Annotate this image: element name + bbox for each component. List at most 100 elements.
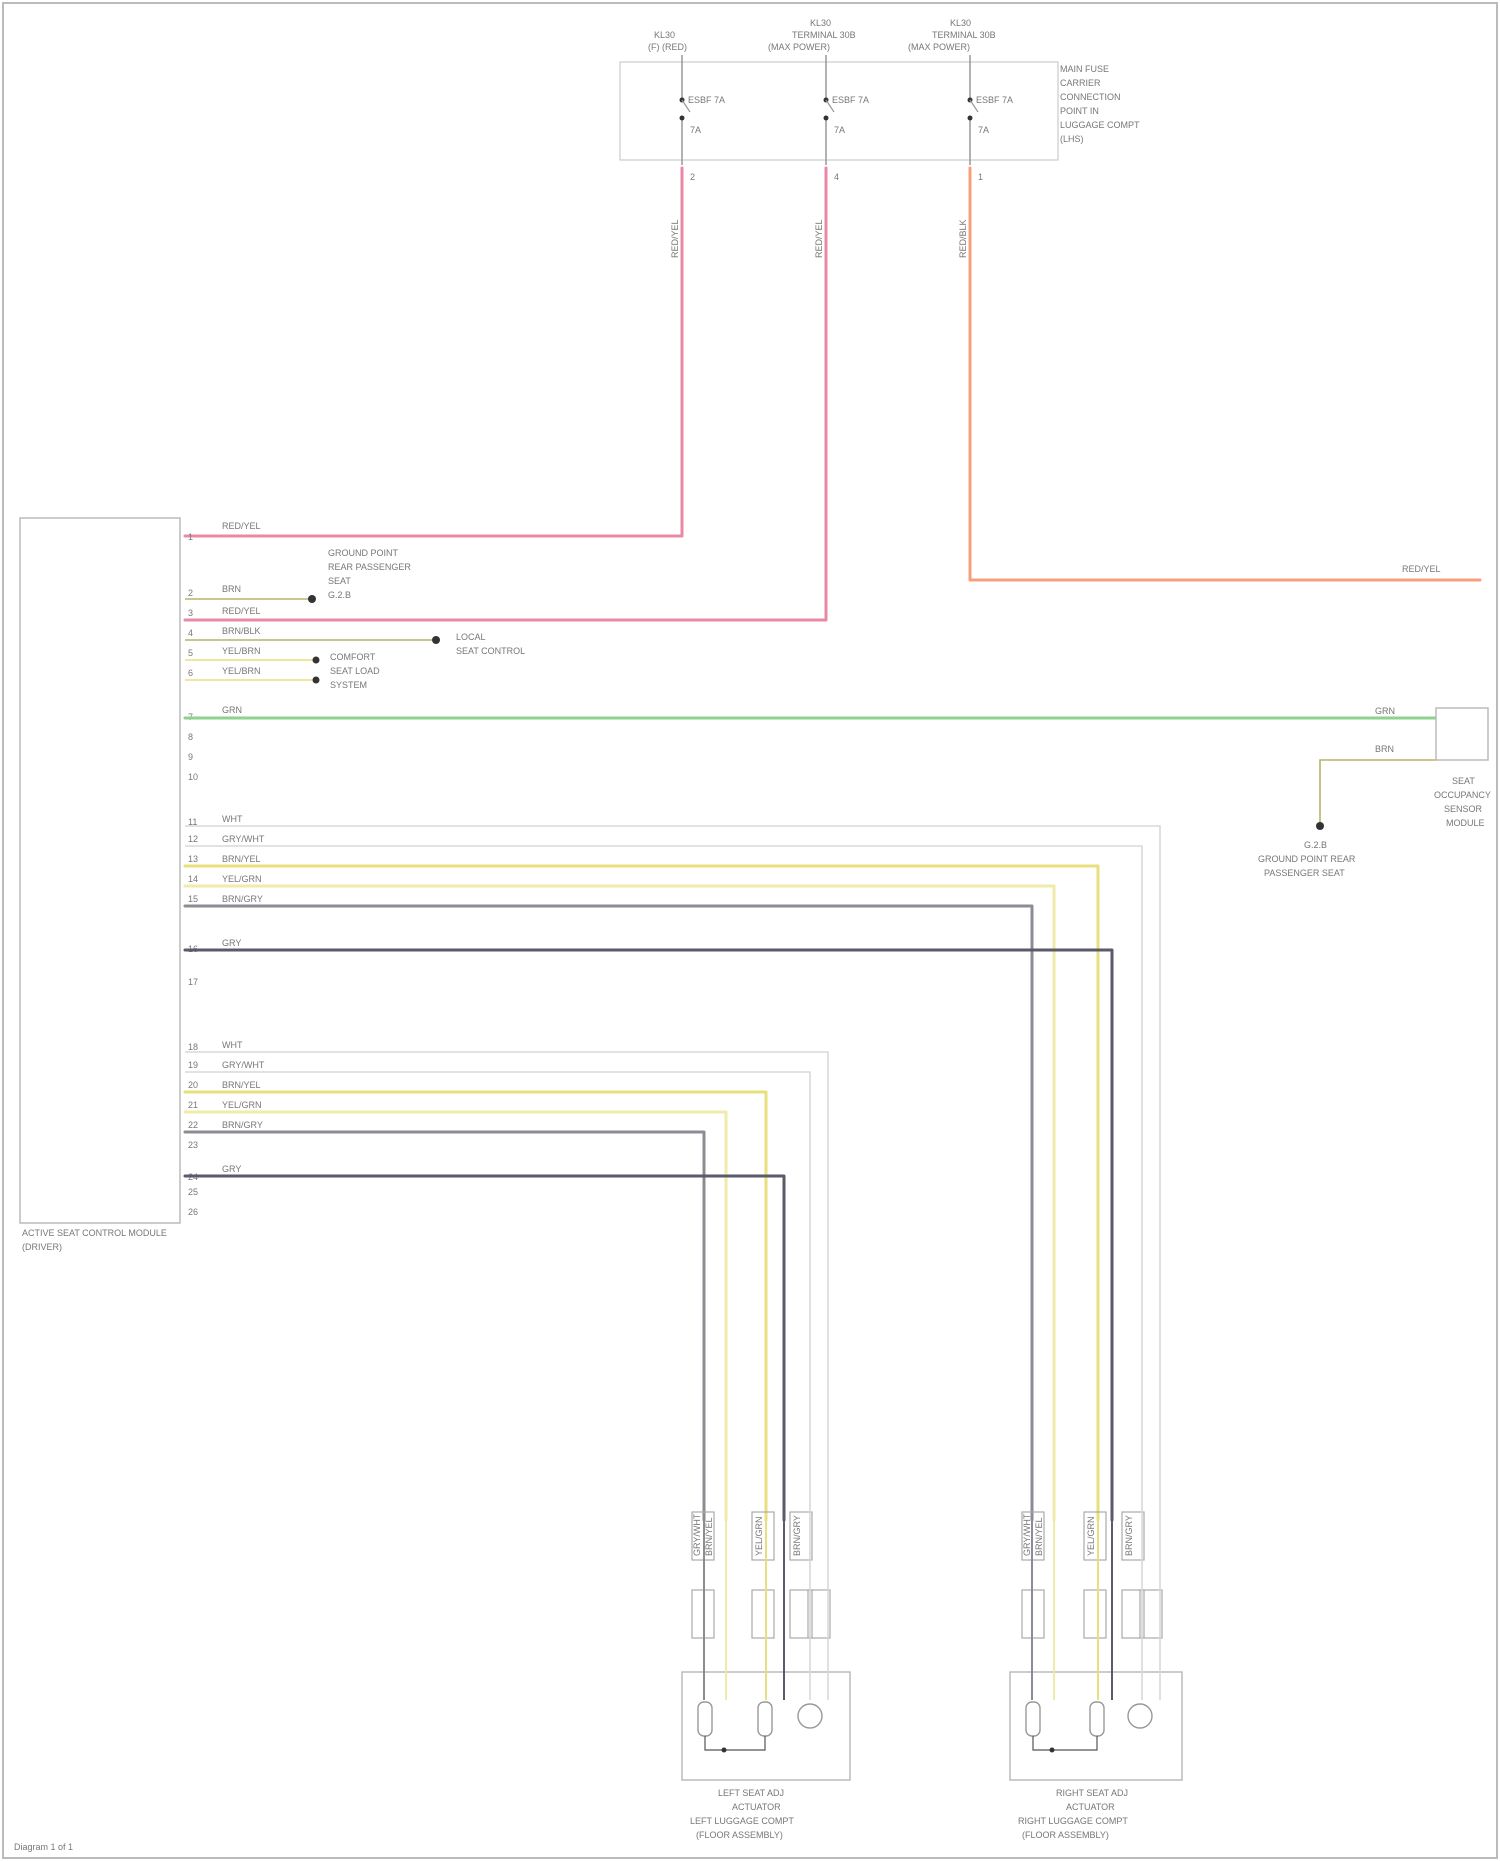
g1-tag-top: WHT (222, 814, 243, 824)
fuse-box-label-3: CONNECTION (1060, 92, 1121, 102)
wire-power-1 (185, 168, 682, 536)
seat-right-tag-1: GRY/WHT (1022, 1513, 1032, 1556)
seat-right-tag-4: BRN/GRY (1124, 1515, 1134, 1556)
pin-17: 17 (188, 977, 198, 987)
g2-tag-c: YEL/GRN (222, 1100, 262, 1110)
fuse-1-amp: 7A (690, 125, 701, 135)
g1-wire-e (185, 950, 1112, 1520)
g2-wire-d (185, 1132, 704, 1520)
comfort-note-1: COMFORT (330, 652, 376, 662)
sensor-box (1436, 708, 1488, 760)
sensor-label-2: OCCUPANCY (1434, 790, 1491, 800)
bus-dot (432, 636, 440, 644)
sensor-label-1: SEAT (1452, 776, 1475, 786)
fuse-box: MAIN FUSE CARRIER CONNECTION POINT IN LU… (620, 18, 1140, 182)
fuse-2-header-2: TERMINAL 30B (792, 30, 856, 40)
seat-left-tag-4: BRN/GRY (792, 1515, 802, 1556)
fuse-wire-tag-2: RED/YEL (814, 219, 824, 258)
bus-note-1: LOCAL (456, 632, 486, 642)
fuse-3-header-1: KL30 (950, 18, 971, 28)
pin-2: 2 (188, 588, 193, 598)
fuse-2-header-1: KL30 (810, 18, 831, 28)
pin-19: 19 (188, 1060, 198, 1070)
fuse-3: KL30 TERMINAL 30B (MAX POWER) ESBF 7A 7A… (908, 18, 1013, 182)
g2-wire-a (185, 1072, 810, 1440)
g1-tag-a: GRY/WHT (222, 834, 265, 844)
sensor-tag-brown: BRN (1375, 744, 1394, 754)
g1-tag-e: GRY (222, 938, 241, 948)
fuse-1-header-1: KL30 (654, 30, 675, 40)
fuse-box-label-4: POINT IN (1060, 106, 1099, 116)
fuse-2-rating: ESBF 7A (832, 95, 869, 105)
g1-tag-b: BRN/YEL (222, 854, 261, 864)
cm-wire-power2: RED/YEL (222, 606, 261, 616)
seat-right-label-4: (FLOOR ASSEMBLY) (1022, 1830, 1109, 1840)
comfort-dot-2 (313, 677, 320, 684)
pin-8: 8 (188, 732, 193, 742)
fuse-1-header-2: (F) (RED) (648, 42, 687, 52)
fuse-2: KL30 TERMINAL 30B (MAX POWER) ESBF 7A 7A… (768, 18, 869, 182)
cm-wire-power: RED/YEL (222, 521, 261, 531)
wire-power-2 (185, 168, 826, 620)
control-module-box (20, 518, 180, 1223)
wire-sensor-ground (1320, 760, 1436, 826)
pin-10: 10 (188, 772, 198, 782)
g2-wire-b (185, 1092, 766, 1520)
g1-wire-b (185, 866, 1098, 1520)
fuse-3-amp: 7A (978, 125, 989, 135)
comfort-note-2: SEAT LOAD (330, 666, 380, 676)
pin-25: 25 (188, 1187, 198, 1197)
g1-wire-d (185, 906, 1032, 1520)
seat-left-label-1: LEFT SEAT ADJ (718, 1788, 784, 1798)
sensor-ground-dot (1316, 822, 1324, 830)
seat-actuator-right: GRY/WHT BRN/YEL YEL/GRN BRN/GRY RIGHT SE… (1010, 1440, 1182, 1840)
fuse-2-header-3: (MAX POWER) (768, 42, 830, 52)
seat-left-tag-1: GRY/WHT (692, 1513, 702, 1556)
pin-15: 15 (188, 894, 198, 904)
comfort-note-3: SYSTEM (330, 680, 367, 690)
g2-wire-e (185, 1176, 784, 1520)
pin-5: 5 (188, 648, 193, 658)
g1-tag-c: YEL/GRN (222, 874, 262, 884)
seat-right-tag-2: BRN/YEL (1034, 1517, 1044, 1556)
fuse-box-label-2: CARRIER (1060, 78, 1101, 88)
wire-power-3 (970, 168, 1480, 580)
seat-right-label-3: RIGHT LUGGAGE COMPT (1018, 1816, 1128, 1826)
page-border (3, 3, 1497, 1858)
fuse-box-outline (620, 62, 1058, 160)
fuse-3-header-2: TERMINAL 30B (932, 30, 996, 40)
seat-left-tag-3: YEL/GRN (754, 1516, 764, 1556)
sensor-ground-3: PASSENGER SEAT (1264, 868, 1345, 878)
sensor-tag-green: GRN (1375, 706, 1395, 716)
pin-20: 20 (188, 1080, 198, 1090)
fuse-3-header-3: (MAX POWER) (908, 42, 970, 52)
g2-tag-top: WHT (222, 1040, 243, 1050)
fuse-box-label-5: LUGGAGE COMPT (1060, 120, 1140, 130)
pin-4: 4 (188, 628, 193, 638)
pin-18: 18 (188, 1042, 198, 1052)
sensor-label-4: MODULE (1446, 818, 1485, 828)
control-module-label-2: (DRIVER) (22, 1242, 62, 1252)
pin-14: 14 (188, 874, 198, 884)
g2-tag-d: BRN/GRY (222, 1120, 263, 1130)
seat-right-label-2: ACTUATOR (1066, 1802, 1115, 1812)
ground-note-1: GROUND POINT (328, 548, 399, 558)
pin-1: 1 (188, 532, 193, 542)
bus-note-2: SEAT CONTROL (456, 646, 525, 656)
g2-tag-e: GRY (222, 1164, 241, 1174)
footer-text: Diagram 1 of 1 (14, 1842, 73, 1852)
right-power-tag: RED/YEL (1402, 564, 1441, 574)
cm-wire-ground: BRN (222, 584, 241, 594)
pin-6: 6 (188, 668, 193, 678)
fuse-1: KL30 (F) (RED) ESBF 7A 7A 2 (648, 30, 725, 182)
control-module-pins: 1 2 3 4 5 6 7 8 9 10 11 12 13 14 15 16 1… (188, 532, 198, 1217)
control-module-label-1: ACTIVE SEAT CONTROL MODULE (22, 1228, 167, 1238)
seat-left-label-2: ACTUATOR (732, 1802, 781, 1812)
ground-note-3: SEAT (328, 576, 351, 586)
fuse-2-amp: 7A (834, 125, 845, 135)
fuse-wire-tag-1: RED/YEL (670, 219, 680, 258)
fuse-1-pin: 2 (690, 172, 695, 182)
fuse-wire-tag-3: RED/BLK (958, 219, 968, 258)
cm-wire-bus: GRN (222, 705, 242, 715)
